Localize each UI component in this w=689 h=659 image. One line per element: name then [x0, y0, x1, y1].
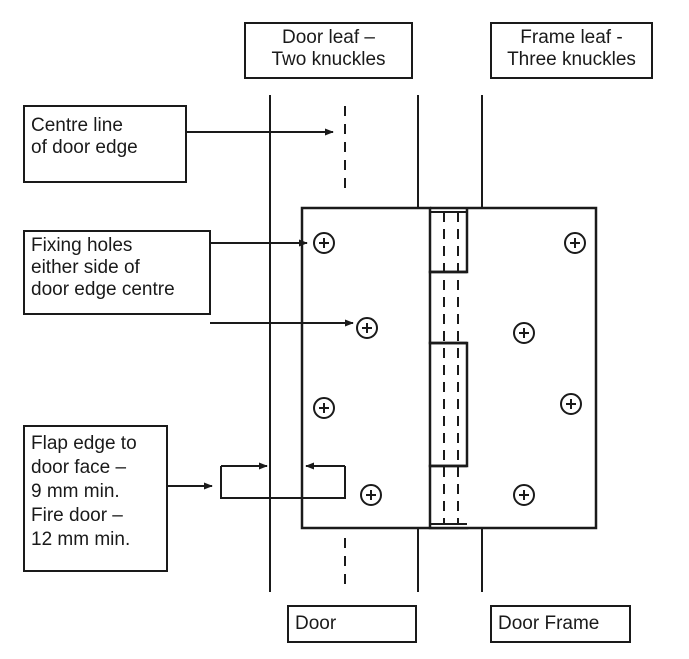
- fixing-holes-label-line-1: Fixing holes: [31, 235, 133, 256]
- screw-hole-icon: [313, 397, 335, 419]
- flap-edge-label-line-4: Fire door –: [31, 505, 123, 526]
- screw-hole-icon: [313, 232, 335, 254]
- door-leaf-label: Door leaf – Two knuckles: [244, 22, 413, 79]
- door-label: Door: [287, 605, 417, 643]
- frame-leaf-label: Frame leaf - Three knuckles: [490, 22, 653, 79]
- flap-edge-label-line-3: 9 mm min.: [31, 481, 120, 502]
- door-label-text: Door: [295, 613, 337, 634]
- frame-leaf-label-line-1: Frame leaf -: [520, 27, 623, 48]
- centre-line-label: Centre line of door edge: [23, 105, 187, 183]
- fixing-holes-label-line-3: door edge centre: [31, 279, 175, 300]
- centre-line-label-line-2: of door edge: [31, 137, 138, 158]
- fixing-holes-label: Fixing holes either side of door edge ce…: [23, 230, 211, 315]
- screw-hole-icon: [513, 322, 535, 344]
- flap-edge-label: Flap edge to door face – 9 mm min. Fire …: [23, 425, 168, 572]
- flap-edge-bracket: [220, 466, 346, 499]
- door-leaf-label-line-2: Two knuckles: [271, 49, 386, 70]
- flap-edge-label-line-1: Flap edge to: [31, 433, 137, 454]
- centre-line-label-line-1: Centre line: [31, 115, 123, 136]
- screw-hole-icon: [564, 232, 586, 254]
- screw-hole-icon: [360, 484, 382, 506]
- screw-hole-icon: [356, 317, 378, 339]
- screw-hole-icon: [560, 393, 582, 415]
- flap-edge-label-line-2: door face –: [31, 457, 127, 478]
- screw-hole-icon: [513, 484, 535, 506]
- door-frame-label: Door Frame: [490, 605, 631, 643]
- fixing-holes-label-line-2: either side of: [31, 257, 140, 278]
- flap-edge-label-line-5: 12 mm min.: [31, 529, 131, 550]
- frame-leaf-plate: [428, 206, 598, 530]
- frame-leaf-label-line-2: Three knuckles: [507, 49, 636, 70]
- door-leaf-label-line-1: Door leaf –: [282, 27, 375, 48]
- door-frame-label-text: Door Frame: [498, 613, 600, 634]
